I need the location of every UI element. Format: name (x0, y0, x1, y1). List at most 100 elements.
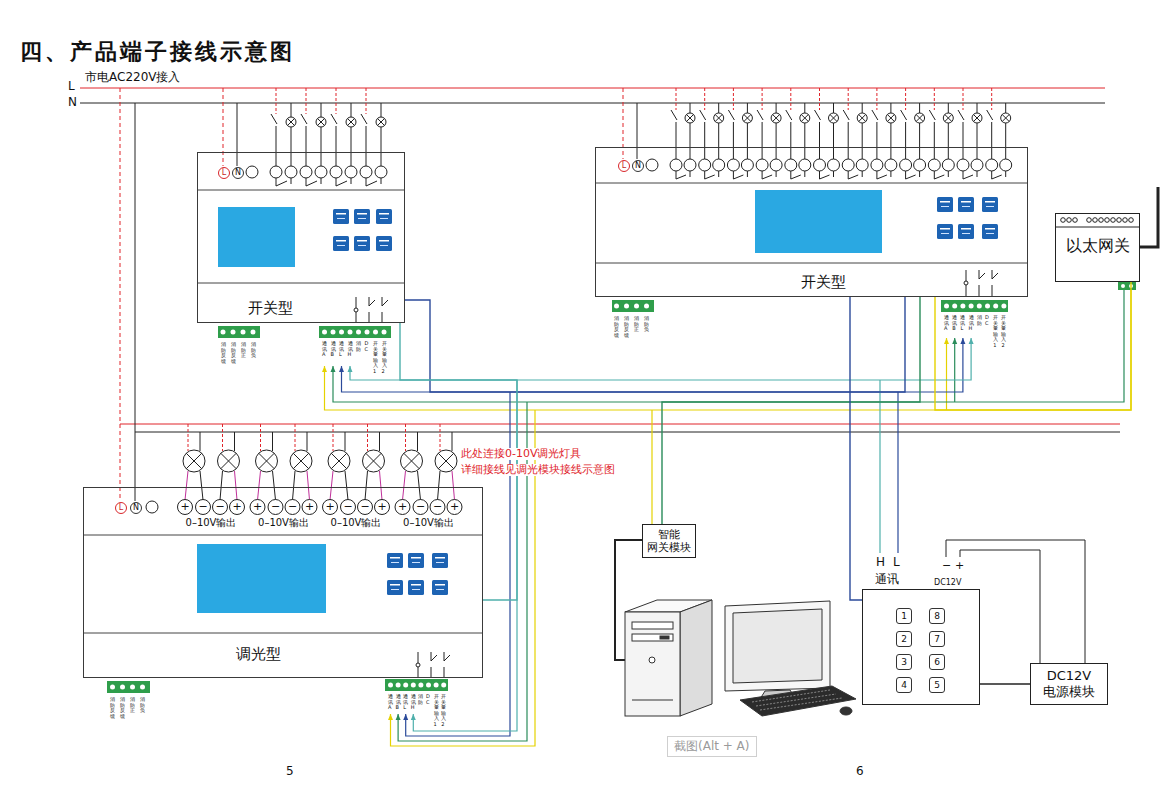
computer (752, 690, 842, 710)
module-faces (982, 197, 998, 212)
gateway-face (1087, 218, 1092, 223)
terminal-blocks (110, 685, 115, 690)
key-button: 8 (929, 608, 945, 624)
keypad-panel: 通讯DC12V18273645 (862, 589, 980, 705)
pin-label: 消防正 (241, 342, 246, 359)
node-text: DC12V 电源模块 (1034, 668, 1104, 699)
polarity-sign: − (215, 501, 224, 513)
pin-label: 通讯L (403, 694, 408, 711)
module-faces (83, 633, 483, 634)
gateway-face (1073, 218, 1078, 223)
bus-arrowheads (331, 366, 336, 372)
mains-wiring (237, 103, 238, 166)
node-text: 3 (901, 657, 907, 667)
switch-module: 开关型LN (595, 147, 1028, 297)
gateway-face (1055, 227, 1140, 228)
module-faces (197, 544, 326, 613)
switch-channels (270, 88, 297, 186)
module-faces (83, 159, 1028, 678)
mains-wiring (623, 88, 624, 159)
bus-connector (662, 297, 920, 524)
bus-connector (850, 297, 862, 600)
pin-label: 消防 (977, 315, 982, 326)
bus-arrowheads (322, 366, 327, 372)
output-label: 0–10V输出 (403, 517, 454, 528)
terminal-blocks (365, 330, 370, 335)
computer (740, 686, 856, 716)
terminal-blocks (985, 304, 990, 309)
pin-label: 消防正 (634, 316, 639, 333)
computer (649, 657, 655, 663)
pin-label: 开关量输入1 (373, 341, 378, 374)
terminal-blocks (322, 330, 327, 335)
polarity-sign: − (433, 501, 442, 513)
terminal-blocks (373, 330, 378, 335)
switch-channels (871, 88, 897, 179)
pin-label: 消防负 (140, 697, 145, 714)
polarity-sign: + (450, 501, 459, 513)
power-wires (946, 540, 1085, 663)
node-text: 8 (934, 611, 940, 621)
bus-arrowheads (960, 338, 965, 344)
node-text: 4 (901, 680, 907, 690)
smart-gateway: 智能 网关模块 (642, 524, 696, 558)
terminal-blocks (356, 330, 361, 335)
bus-connector (980, 683, 1030, 684)
bus-wires (413, 380, 517, 731)
bus-arrowheads (322, 338, 974, 720)
terminal-l: L (218, 167, 230, 179)
module-faces (333, 236, 349, 251)
terminal-blocks (411, 683, 416, 688)
pin-label: 消防反馈 (624, 316, 629, 338)
computer (632, 634, 673, 641)
output-label: 0–10V输出 (331, 517, 382, 528)
terminal-blocks (644, 304, 649, 309)
terminal-blocks (382, 330, 387, 335)
terminal-blocks (944, 304, 949, 309)
terminal-blocks (960, 304, 965, 309)
mains-wiring (120, 88, 121, 501)
terminal-blocks (241, 330, 246, 335)
pin-label: DC (365, 341, 370, 352)
pin-label: + (955, 560, 964, 572)
key-button: 2 (896, 631, 912, 647)
pin-label: 消防负 (644, 316, 649, 333)
mains-wiring (223, 88, 224, 166)
module-faces (408, 553, 424, 568)
computer (680, 600, 712, 716)
pin-label: 消防反馈 (110, 697, 115, 719)
key-button: 4 (896, 677, 912, 693)
switch-channels (957, 88, 983, 179)
polarity-sign: + (377, 501, 386, 513)
bus-wires (946, 338, 947, 410)
terminal-n: N (232, 167, 244, 179)
node-text: L (222, 168, 226, 177)
module-faces (958, 224, 974, 239)
bus-arrowheads (388, 714, 393, 720)
polarity-sign: + (305, 501, 314, 513)
pin-label: 消防负 (251, 342, 256, 359)
bus-wires (342, 338, 963, 392)
pin-label: 通讯A (388, 694, 393, 711)
bus-wires (391, 410, 536, 746)
pin-label: 消防反馈 (614, 316, 619, 338)
bus-wires (350, 338, 971, 380)
pin-label: 通讯B (396, 694, 401, 711)
node-text: L (622, 161, 626, 170)
dimmer-module: 调光型LN (83, 487, 483, 678)
gateway-face (1093, 218, 1098, 223)
node-text: 智能 网关模块 (647, 528, 691, 554)
bus-arrowheads (403, 714, 408, 720)
pin-label: 通讯B (331, 341, 336, 358)
dimmer-channels (250, 424, 317, 515)
mains-wiring (120, 424, 1120, 425)
node-text: 以太网关 (1056, 237, 1139, 255)
gateway-face (1117, 218, 1122, 223)
power-module: DC12V 电源模块 (1030, 663, 1108, 705)
module-faces (146, 501, 158, 513)
watermark: 截图(Alt + A) (667, 736, 757, 757)
module-faces (646, 159, 658, 171)
terminal-blocks (403, 683, 408, 688)
pin-label: 消防反馈 (221, 342, 226, 364)
